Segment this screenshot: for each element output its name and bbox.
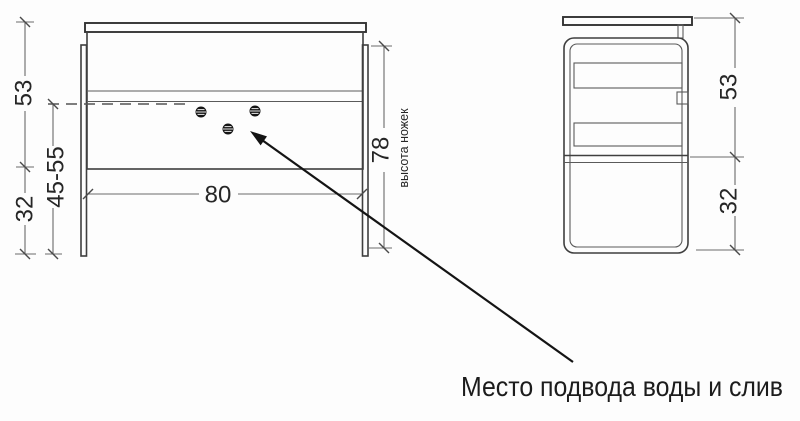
side-frame-outer — [563, 37, 689, 254]
dim-front-supply-height: 45-55 — [43, 146, 70, 207]
leader-arrowhead — [250, 131, 267, 146]
dimension-total-height: 78 высота ножек — [368, 40, 411, 254]
front-leg-right — [361, 44, 369, 257]
leader-line — [261, 139, 574, 363]
annotation-arrow — [250, 131, 574, 363]
dim-front-total-height-note: высота ножек — [397, 108, 411, 188]
side-view — [562, 16, 693, 254]
front-countertop — [84, 22, 367, 33]
dim-side-leg-height: 32 — [716, 188, 743, 215]
side-countertop-bracket — [677, 24, 684, 39]
front-view — [48, 22, 369, 257]
side-slot-lower — [573, 122, 683, 147]
side-slot-upper — [573, 62, 683, 89]
dimension-width: 80 — [82, 182, 368, 209]
supply-dot — [249, 105, 261, 117]
supply-dot — [222, 123, 234, 135]
dimension-chain-right: 53 32 — [690, 12, 744, 256]
dim-front-top-section: 53 — [11, 80, 38, 107]
side-countertop — [562, 16, 693, 26]
dimension-chain-left: 53 32 45-55 — [11, 16, 70, 260]
front-body — [86, 31, 364, 170]
annotation-label: Место подвода воды и слив — [461, 371, 783, 402]
dim-front-leg-section: 32 — [12, 196, 39, 223]
front-leg-left — [80, 44, 88, 257]
dim-front-width: 80 — [205, 182, 232, 209]
dim-side-body-height: 53 — [716, 74, 743, 101]
side-notch — [676, 91, 689, 105]
dim-front-total-height: 78 — [368, 137, 395, 164]
supply-dot — [195, 106, 207, 118]
